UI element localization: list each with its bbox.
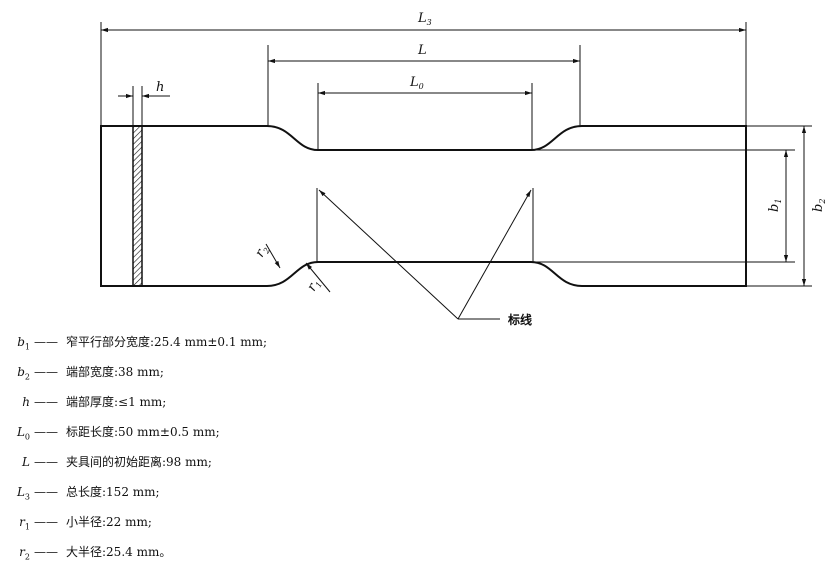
legend-text-L0: 标距长度:50 mm±0.5 mm; [66, 425, 220, 439]
label-b1: b1 [767, 199, 783, 212]
radius-leader-r1 [305, 262, 331, 293]
gauge-leader-right [457, 189, 532, 320]
legend-text-L: 夹具间的初始距离:98 mm; [66, 455, 212, 469]
legend-text-r2: 大半径:25.4 mm。 [66, 545, 172, 559]
label-r1: r1 [304, 277, 324, 295]
legend-text-L3: 总长度:152 mm; [66, 485, 160, 499]
gauge-marks [316, 188, 534, 262]
extension-lines [100, 22, 812, 287]
label-r2: r2 [252, 243, 272, 261]
legend-text-b1: 窄平行部分宽度:25.4 mm±0.1 mm; [66, 335, 268, 349]
label-h: h [156, 80, 164, 95]
gauge-leader-left [318, 189, 459, 320]
label-L0: L0 [409, 75, 424, 91]
label-b2: b2 [811, 199, 827, 212]
legend-text-h: 端部厚度:≤1 mm; [66, 395, 167, 409]
label-L: L [417, 43, 427, 58]
gauge-mark-label: 标线 [507, 312, 532, 327]
radius-leader-r2 [265, 243, 281, 269]
thickness-hatch [132, 125, 143, 287]
legend-text-r1: 小半径:22 mm; [66, 515, 152, 529]
label-L3: L3 [417, 11, 432, 27]
legend-text-b2: 端部宽度:38 mm; [66, 365, 164, 379]
specimen-drawing: L3 L L0 h b1 b2 r2 r1 标线 [100, 11, 827, 327]
